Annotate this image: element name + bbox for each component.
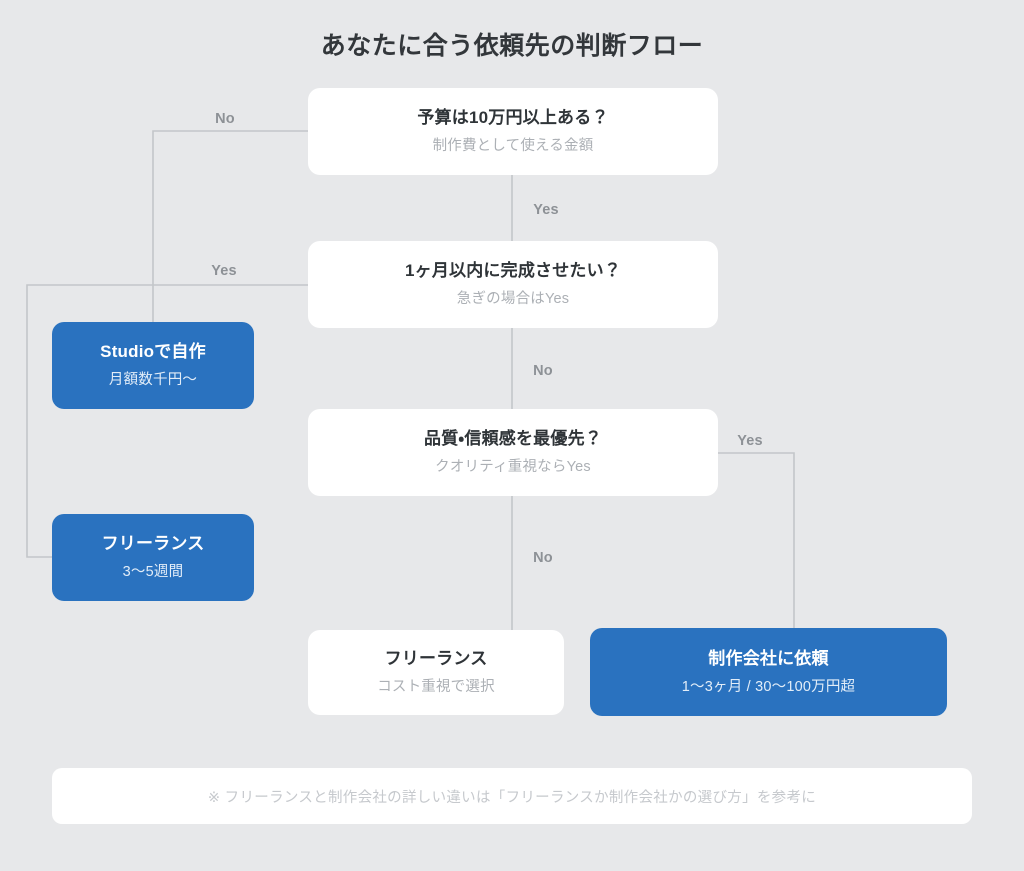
edge-label-quality-no: No (533, 550, 553, 566)
footnote-text: ※ フリーランスと制作会社の詳しい違いは「フリーランスか制作会社かの選び方」を参… (207, 789, 817, 806)
edge-label-budget-no: No (215, 111, 235, 127)
node-subtitle: 3〜5週間 (122, 564, 184, 581)
node-subtitle: コスト重視で選択 (377, 679, 495, 696)
node-subtitle: 1〜3ヶ月 / 30〜100万円超 (681, 678, 856, 695)
connector-budget-no (152, 130, 308, 322)
node-q-budget[interactable]: 予算は10万円以上ある？ 制作費として使える金額 (308, 88, 718, 175)
edge-label-deadline-no: No (533, 363, 553, 379)
node-subtitle: 急ぎの場合はYes (456, 291, 570, 308)
node-r-freelance-cost[interactable]: フリーランスコスト重視で選択 (308, 630, 564, 715)
node-title: 制作会社に依頼 (708, 648, 829, 668)
edge-label-quality-yes: Yes (737, 433, 763, 449)
node-r-agency[interactable]: 制作会社に依頼 1〜3ヶ月 / 30〜100万円超 (590, 628, 947, 716)
edge-label-deadline-yes: Yes (211, 263, 237, 279)
node-subtitle: クオリティ重視ならYes (435, 459, 591, 476)
node-q-deadline[interactable]: 1ヶ月以内に完成させたい？ 急ぎの場合はYes (308, 241, 718, 328)
edge-label-budget-yes: Yes (533, 202, 559, 218)
node-r-freelance-fast[interactable]: フリーランス 3〜5週間 (52, 514, 254, 601)
connector-deadline-yes (26, 284, 308, 558)
node-subtitle: 制作費として使える金額 (432, 138, 594, 155)
node-title: フリーランス (101, 534, 205, 554)
node-title: フリーランス (384, 649, 488, 669)
node-title: 予算は10万円以上ある？ (417, 108, 609, 128)
page-title: あなたに合う依頼先の判断フロー (320, 32, 704, 60)
node-title: Studioで自作 (100, 342, 206, 362)
node-subtitle: 月額数千円〜 (108, 372, 198, 389)
node-r-studio[interactable]: Studioで自作月額数千円〜 (52, 322, 254, 409)
footnote-box: ※ フリーランスと制作会社の詳しい違いは「フリーランスか制作会社かの選び方」を参… (52, 768, 972, 824)
node-title: 品質・信頼感を最優先？ (424, 429, 602, 449)
node-q-quality[interactable]: 品質・信頼感を最優先？ クオリティ重視ならYes (308, 409, 718, 496)
node-title: 1ヶ月以内に完成させたい？ (404, 261, 622, 281)
connector-quality-yes (718, 452, 795, 628)
